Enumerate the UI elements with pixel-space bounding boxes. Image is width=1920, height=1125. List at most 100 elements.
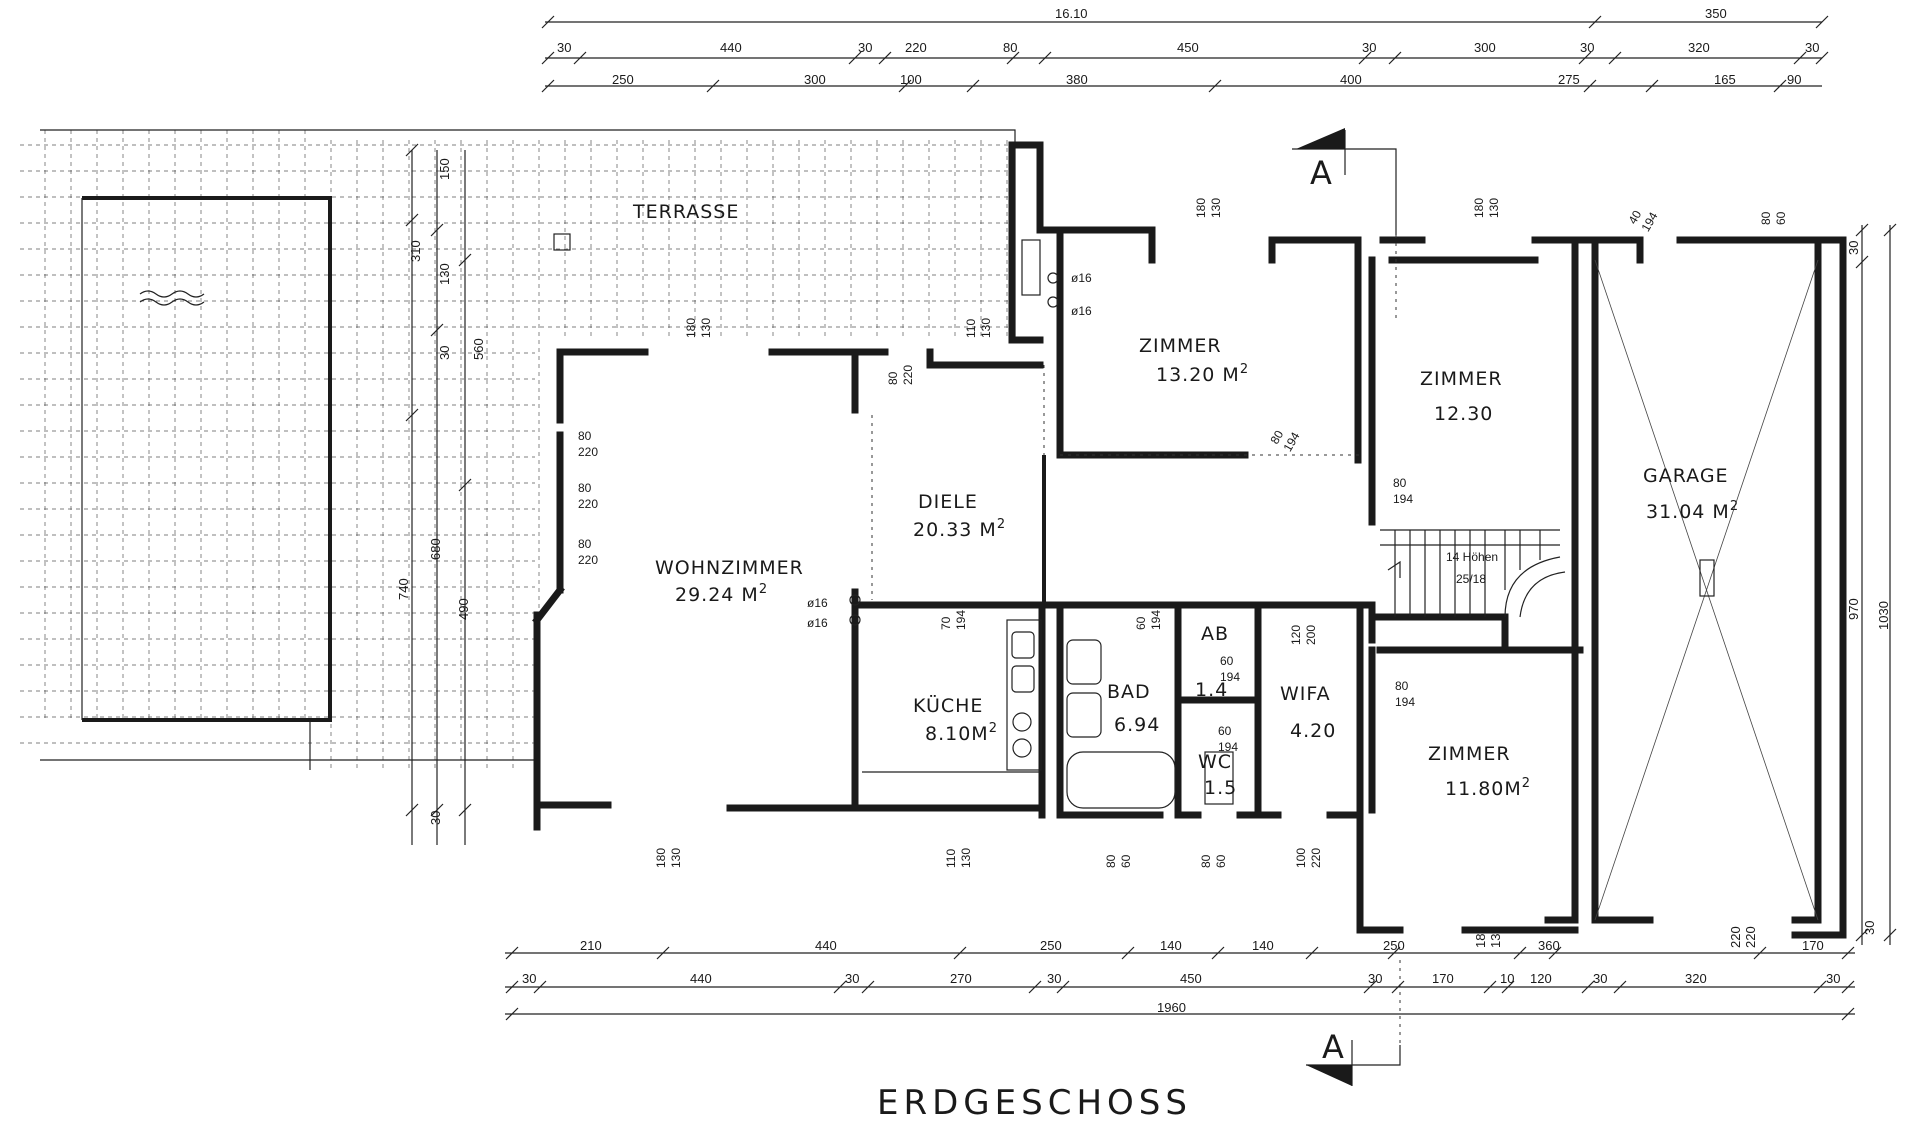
stairs-steps: 14 Höhen (1446, 550, 1498, 564)
dim-bottom-r2-0: 30 (522, 971, 536, 986)
dim-top-r2-0: 250 (612, 72, 634, 87)
dim-top-r1-4: 80 (1003, 40, 1017, 55)
opening-dl-top-height: 130 (979, 318, 993, 338)
dim-bottom-extra-2: 220 (1728, 926, 1743, 948)
opening-ga-top1: 40 (1625, 208, 1644, 227)
opening-bad-door-height: 194 (1149, 610, 1163, 630)
terrace-label: TERRASSE (632, 201, 739, 223)
dim-top-r1-8: 30 (1580, 40, 1594, 55)
dim-top-overall: 16.10 (1055, 6, 1088, 21)
opening-z2-door-height: 194 (1393, 492, 1413, 506)
dim-bottom-r2-3: 270 (950, 971, 972, 986)
dim-top-r2-3: 380 (1066, 72, 1088, 87)
zimmer3-area: 11.80M2 (1445, 776, 1531, 800)
dim-bottom-r1-1: 440 (815, 938, 837, 953)
bad-name: BAD (1107, 681, 1151, 703)
dim-bottom-r1-7: 170 (1802, 938, 1824, 953)
dim-bottom-r2-11: 320 (1685, 971, 1707, 986)
dim-bottom-r2-9: 120 (1530, 971, 1552, 986)
dim-top-r2-7: 90 (1787, 72, 1801, 87)
section-label-bottom: A (1322, 1028, 1344, 1066)
zimmer3-name: ZIMMER (1428, 743, 1511, 765)
dim-bottom-r1-3: 140 (1160, 938, 1182, 953)
wc-area: 1.5 (1204, 777, 1237, 799)
garage-area: 31.04 M2 (1646, 499, 1739, 523)
dim-left-6: 680 (428, 538, 443, 560)
dim-left-8: 30 (428, 811, 443, 825)
dim-right-3: 30 (1862, 921, 1877, 935)
dim-top-r1-10: 30 (1805, 40, 1819, 55)
opening-ga-top2: 80 (1759, 211, 1773, 225)
opening-ku-bottom: 110 (944, 849, 958, 868)
dim-bottom-r2-2: 30 (845, 971, 859, 986)
dim-right-1: 970 (1846, 598, 1861, 620)
dim-top-overall-b: 350 (1705, 6, 1727, 21)
opening-z3-door: 80 (1395, 679, 1409, 693)
dim-top-r2-4: 400 (1340, 72, 1362, 87)
opening-wc-bottom-height: 60 (1214, 854, 1228, 868)
opening-z2-top: 180 (1472, 198, 1486, 218)
dim-bottom-r2-1: 440 (690, 971, 712, 986)
opening-z1-top: 180 (1194, 198, 1208, 218)
dim-bottom-r1-6: 360 (1538, 938, 1560, 953)
zimmer1-area: 13.20 M2 (1156, 362, 1249, 386)
opening-wz-win1-height: 220 (578, 445, 598, 459)
dim-bottom-r2-10: 30 (1593, 971, 1607, 986)
dim-bottom-r2-8: 10 (1500, 971, 1514, 986)
dim-bottom-r1-5: 250 (1383, 938, 1405, 953)
wohnzimmer-area: 29.24 M2 (675, 582, 768, 606)
dim-top-r1-9: 320 (1688, 40, 1710, 55)
opening-wz-top-height: 130 (699, 318, 713, 338)
dim-top-r2-1: 300 (804, 72, 826, 87)
dim-bottom-overall: 1960 (1157, 1000, 1186, 1015)
diele-name: DIELE (918, 491, 978, 513)
opening-wz-door-height: 220 (901, 365, 915, 385)
dim-bottom-extra-0: 180 (1473, 926, 1488, 948)
dim-left-3: 30 (437, 346, 452, 360)
dim-bottom-r2-7: 170 (1432, 971, 1454, 986)
opening-ab-door-height: 194 (1220, 670, 1240, 684)
dim-bottom-extra-1: 130 (1488, 926, 1503, 948)
zimmer2-area: 12.30 (1434, 403, 1493, 425)
room-labels: WOHNZIMMER 29.24 M2 DIELE 20.33 M2 KÜCHE… (655, 335, 1739, 800)
opening-wz-door: 80 (886, 371, 900, 385)
dim-bottom-r2-6: 30 (1368, 971, 1382, 986)
dim-top-r1-1: 440 (720, 40, 742, 55)
opening-wz-top: 180 (684, 318, 698, 338)
dim-top-r2-2: 100 (900, 72, 922, 87)
dim-top-r2-6: 165 (1714, 72, 1736, 87)
opening-wz-win2: 80 (578, 481, 592, 495)
opening-wz-win3-height: 220 (578, 553, 598, 567)
dim-top-r2-5: 275 (1558, 72, 1580, 87)
wohnzimmer-name: WOHNZIMMER (655, 557, 804, 579)
opening-z1-door-height: 194 (1280, 429, 1302, 454)
dim-top-r1-7: 300 (1474, 40, 1496, 55)
opening-dl-top: 110 (964, 319, 978, 338)
zimmer1-name: ZIMMER (1139, 335, 1222, 357)
opening-wz-win2-height: 220 (578, 497, 598, 511)
opening-ga-top1-height: 194 (1638, 209, 1660, 234)
chimney-labels: ø16 ø16 ø16 ø16 (807, 271, 1092, 630)
dim-left-1: 310 (408, 240, 423, 262)
opening-ku-door: 70 (939, 616, 953, 630)
opening-ku-door-height: 194 (954, 610, 968, 630)
dim-left-7: 490 (456, 598, 471, 620)
stairs-ratio: 25/18 (1456, 572, 1486, 586)
ab-name: AB (1201, 623, 1229, 645)
terrace-area: TERRASSE (20, 129, 1016, 770)
opening-z1-door: 80 (1267, 428, 1286, 447)
opening-ga-top2-height: 60 (1774, 211, 1788, 225)
dim-left-4: 560 (471, 338, 486, 360)
dim-bottom-r2-5: 450 (1180, 971, 1202, 986)
opening-z2-top-height: 130 (1487, 198, 1501, 218)
dim-top-r1-6: 30 (1362, 40, 1376, 55)
ab-area: 1.4 (1195, 679, 1228, 701)
walls (532, 141, 1847, 939)
zimmer2-name: ZIMMER (1420, 368, 1503, 390)
dim-left-2: 130 (437, 263, 452, 285)
dim-top-r1-0: 30 (557, 40, 571, 55)
opening-z3-door-height: 194 (1395, 695, 1415, 709)
opening-z2-door: 80 (1393, 476, 1407, 490)
wifa-name: WIFA (1280, 683, 1331, 705)
